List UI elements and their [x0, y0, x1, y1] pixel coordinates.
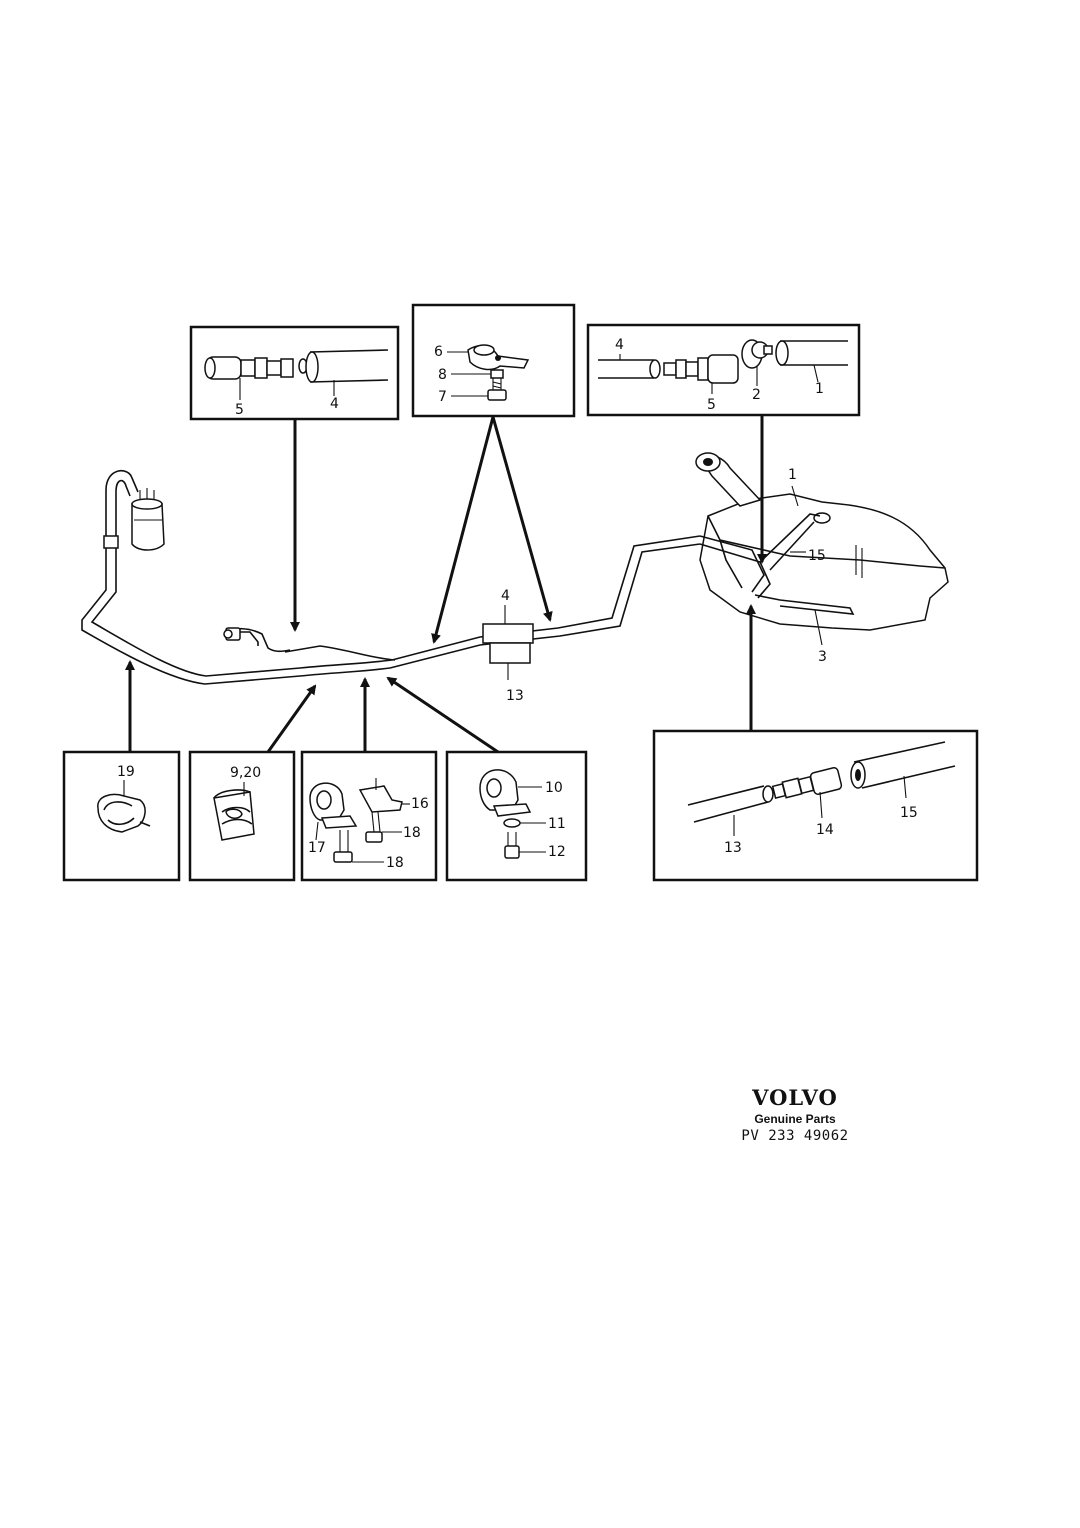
callout-label: 1	[788, 467, 797, 483]
callout-label: 12	[548, 844, 566, 860]
part-code: PV 233 49062	[741, 1128, 849, 1144]
callout-label: 4	[615, 337, 624, 353]
callout-label: 3	[818, 649, 827, 665]
pipe-13	[687, 785, 774, 823]
hose-left	[598, 359, 661, 379]
callout-label: 18	[386, 855, 404, 871]
callout-label: 5	[707, 397, 716, 413]
detail-box-clip-9-20: 9,20	[188, 750, 296, 882]
callout-label: 6	[434, 344, 443, 360]
pointer-arrows	[125, 416, 767, 754]
callout-label: 13	[724, 840, 742, 856]
pipe-joint-sleeve	[482, 605, 534, 680]
detail-box-clamp-16-17-18: 16 18 17 18	[300, 750, 438, 882]
callout-label: 17	[308, 840, 326, 856]
callout-label: 4	[330, 396, 339, 412]
volvo-logo: VOLVO	[752, 1085, 838, 1110]
callout-label: 19	[117, 764, 135, 780]
callout-label: 1	[815, 381, 824, 397]
callout-label: 8	[438, 367, 447, 383]
detail-box-hose-clamp: 4 5 2 1	[586, 323, 861, 417]
brand-subtitle: Genuine Parts	[754, 1112, 836, 1126]
callout-label: 15	[900, 805, 918, 821]
detail-box-hose-joint: 13 14 15	[652, 729, 979, 882]
hose-clamp	[741, 339, 773, 369]
callout-label: 18	[403, 825, 421, 841]
callout-label: 10	[545, 780, 563, 796]
connector-nipple	[663, 354, 739, 384]
fuel-pipe	[81, 535, 701, 685]
callout-label: 5	[235, 402, 244, 418]
detail-box-clip: 6 8 7	[411, 303, 576, 418]
connector-14	[771, 767, 843, 799]
detail-box-hose-end: 5 4	[189, 325, 400, 421]
detail-box-clip-19: 19	[62, 750, 181, 882]
callout-label: 16	[411, 796, 429, 812]
clip-part	[467, 344, 530, 371]
callout-label: 11	[548, 816, 566, 832]
detail-box-clamp-10-11-12: 10 11 12	[445, 750, 588, 882]
hose-15	[850, 741, 956, 789]
callout-label: 14	[816, 822, 834, 838]
callout-label: 13	[506, 688, 524, 704]
hose-section	[305, 349, 389, 383]
fuel-filter	[103, 469, 165, 551]
callout-label: 9,20	[230, 765, 261, 781]
callout-label: 7	[438, 389, 447, 405]
filler-neck	[695, 452, 762, 507]
callout-label: 15	[808, 548, 826, 564]
callout-label: 2	[752, 387, 761, 403]
connector-nipple	[204, 356, 308, 380]
callout-label: 4	[501, 588, 510, 604]
bolt-part	[487, 369, 507, 401]
brand-block: VOLVO Genuine Parts PV 233 49062	[730, 1085, 860, 1144]
fuel-pump-connector	[223, 627, 291, 653]
